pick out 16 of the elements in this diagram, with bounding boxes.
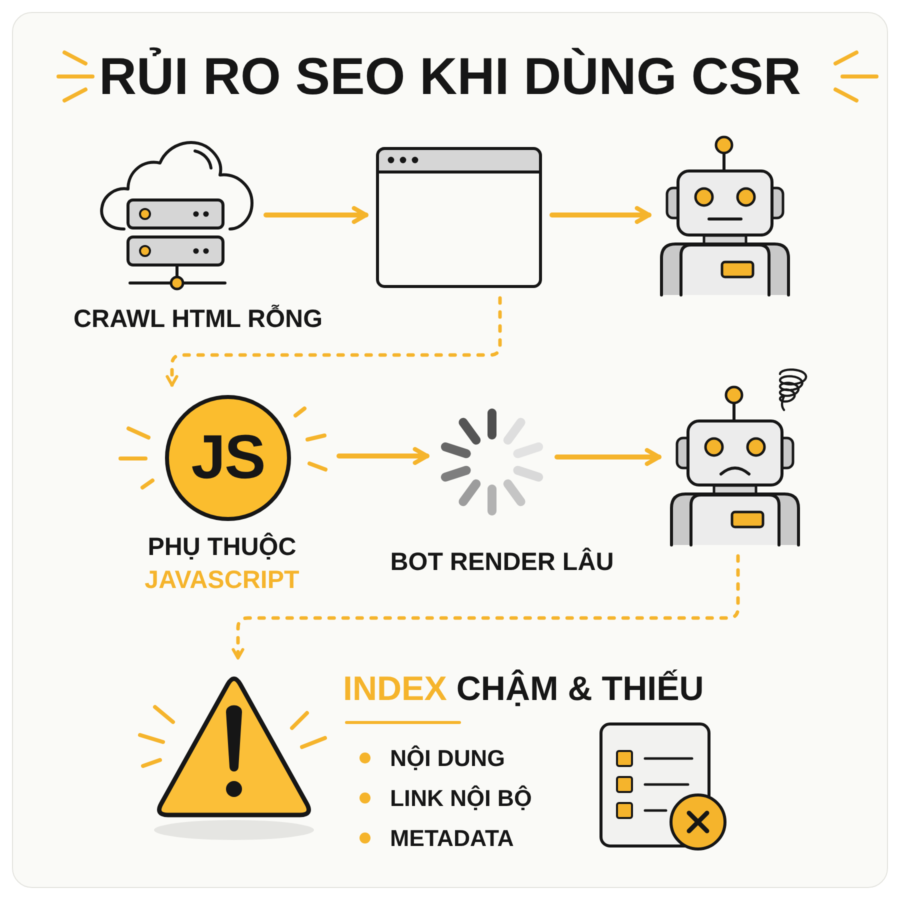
section-heading: INDEX CHẬM & THIẾU	[343, 669, 704, 709]
arrow	[550, 206, 652, 224]
step-caption: PHỤ THUỘC JAVASCRIPT	[144, 532, 300, 596]
robot-icon	[659, 133, 790, 296]
dashed-arrow	[232, 554, 740, 660]
dashed-arrow	[166, 296, 502, 387]
browser-window-icon	[376, 147, 542, 288]
bullet-text: NỘI DUNG	[390, 744, 505, 772]
arrow	[264, 206, 368, 224]
bullet-text: METADATA	[390, 824, 514, 852]
arrow	[336, 447, 430, 465]
step-caption: BOT RENDER LÂU	[390, 547, 614, 577]
step-caption: CRAWL HTML RỖNG	[73, 304, 323, 334]
arrow	[554, 448, 662, 466]
bullet-text: LINK NỘI BỘ	[390, 784, 532, 812]
title: RỦI RO SEO KHI DÙNG CSR	[98, 46, 802, 108]
